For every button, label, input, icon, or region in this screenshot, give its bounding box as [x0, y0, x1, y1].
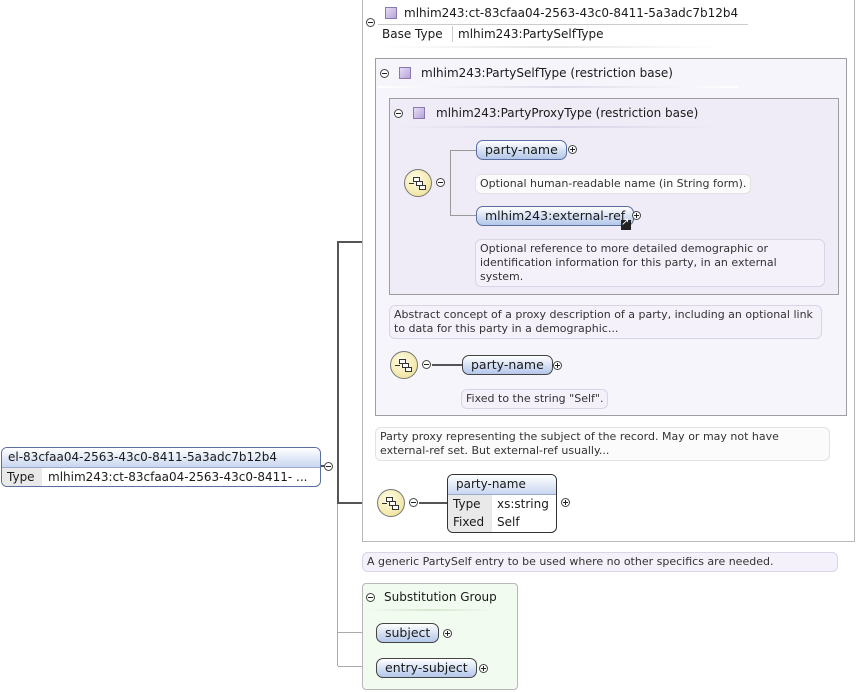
subst-item-entry-subject[interactable]: entry-subject — [376, 658, 477, 678]
proxy-party-name-expand-icon[interactable] — [568, 145, 577, 154]
sequence-self-collapse-icon[interactable] — [422, 360, 431, 369]
connector-top — [337, 241, 375, 243]
final-party-name-element[interactable]: party-name Type xs:string Fixed Self — [447, 474, 557, 533]
root-type-label: Type — [7, 470, 35, 484]
root-element-name: el-83cfaa04-2563-43c0-8411-5a3adc7b12b4 — [8, 450, 277, 464]
party-self-type-icon — [399, 67, 411, 79]
final-type-label-cell — [448, 495, 492, 532]
entry-doc: A generic PartySelf entry to be used whe… — [362, 552, 838, 572]
proxy-party-name-doc: Optional human-readable name (in String … — [475, 174, 752, 194]
party-proxy-type-underline — [392, 126, 722, 128]
final-type-label: Type — [453, 497, 481, 511]
self-party-name-doc: Fixed to the string "Self". — [461, 389, 609, 409]
connector-subst-1 — [338, 632, 376, 633]
self-party-name-element[interactable]: party-name — [462, 355, 553, 375]
base-type-label: Base Type — [382, 27, 443, 41]
external-ref-expand-icon[interactable] — [632, 211, 641, 220]
external-ref-doc: Optional reference to more detailed demo… — [475, 239, 825, 287]
root-element-header — [2, 448, 320, 468]
final-fixed-value: Self — [497, 515, 520, 529]
party-self-type-title: mlhim243:PartySelfType (restriction base… — [421, 66, 673, 80]
final-party-name-title: party-name — [456, 477, 526, 491]
final-type-value: xs:string — [497, 497, 549, 511]
proxy-doc: Abstract concept of a proxy description … — [389, 305, 822, 339]
sequence-icon-main[interactable] — [377, 489, 405, 517]
connector-trunk — [337, 242, 339, 504]
substitution-group-underline — [366, 609, 496, 611]
root-element[interactable]: el-83cfaa04-2563-43c0-8411-5a3adc7b12b4 … — [1, 447, 321, 487]
sequence-main-collapse-icon[interactable] — [409, 498, 418, 507]
final-party-name-header — [448, 475, 556, 495]
sequence-proxy-collapse-icon[interactable] — [436, 178, 445, 187]
sequence-proxy-branch — [450, 150, 451, 216]
sequence-icon-self[interactable] — [390, 351, 418, 379]
root-type-label-cell — [2, 468, 42, 486]
sequence-icon-proxy[interactable] — [404, 169, 432, 197]
connector-subst-2 — [338, 666, 376, 667]
party-proxy-type-icon — [413, 107, 425, 119]
external-ref-element[interactable]: mlhim243:external-ref — [476, 206, 635, 226]
connector-subst-trunk — [337, 504, 338, 666]
complex-type-name: mlhim243:ct-83cfaa04-2563-43c0-8411-5a3a… — [404, 6, 739, 20]
complex-type-divider — [378, 24, 748, 25]
proxy-party-name-element[interactable]: party-name — [476, 140, 567, 160]
self-doc: Party proxy representing the subject of … — [375, 427, 830, 461]
sequence-self-link — [432, 364, 462, 366]
base-type-value: mlhim243:PartySelfType — [458, 27, 604, 41]
party-self-type-underline — [378, 86, 738, 88]
party-proxy-type-title: mlhim243:PartyProxyType (restriction bas… — [436, 106, 699, 120]
party-self-type-collapse-icon[interactable] — [380, 69, 389, 78]
complex-type-collapse-icon[interactable] — [366, 18, 375, 27]
party-proxy-type-collapse-icon[interactable] — [394, 109, 403, 118]
external-ref-link-icon — [621, 217, 631, 230]
base-type-underline — [378, 46, 723, 48]
substitution-group-collapse-icon[interactable] — [366, 593, 375, 602]
subst-item-subject-expand-icon[interactable] — [443, 629, 452, 638]
sequence-main-link — [419, 502, 447, 504]
final-fixed-label: Fixed — [453, 515, 485, 529]
connector-seq — [337, 502, 377, 504]
final-party-name-expand-icon[interactable] — [561, 498, 570, 507]
subst-item-entry-subject-expand-icon[interactable] — [479, 664, 488, 673]
substitution-group-title: Substitution Group — [384, 590, 497, 604]
connector-root — [320, 465, 324, 467]
self-party-name-expand-icon[interactable] — [553, 361, 562, 370]
complex-type-icon — [385, 7, 397, 19]
base-type-separator — [452, 26, 453, 42]
subst-item-subject[interactable]: subject — [376, 623, 440, 643]
root-type-value: mlhim243:ct-83cfaa04-2563-43c0-8411- ... — [48, 470, 308, 484]
sequence-proxy-branch-bottom — [450, 215, 476, 216]
sequence-proxy-branch-top — [450, 150, 476, 151]
root-collapse-icon[interactable] — [324, 462, 333, 471]
